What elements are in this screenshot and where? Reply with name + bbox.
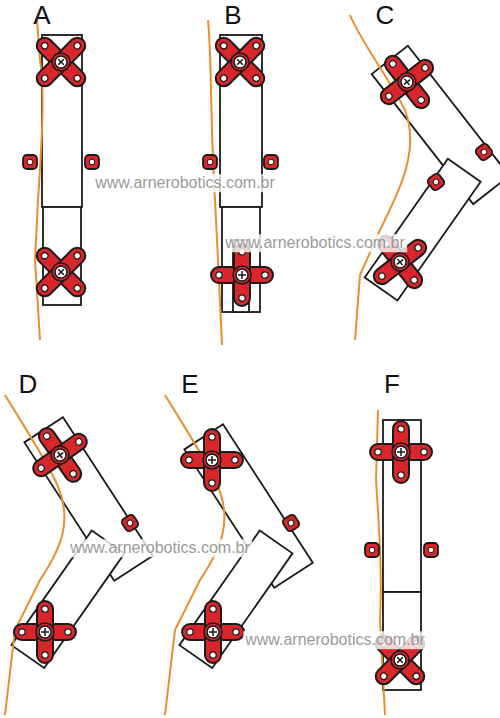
- panel-letter: A: [33, 1, 50, 30]
- panel-letter: E: [181, 370, 198, 399]
- panel-letter: F: [384, 370, 400, 399]
- panel-letter: C: [376, 1, 395, 30]
- panel-letter: D: [19, 370, 38, 399]
- watermark: www.arnerobotics.com.br: [223, 234, 407, 252]
- watermark: www.arnerobotics.com.br: [93, 174, 277, 192]
- watermark: www.arnerobotics.com.br: [243, 631, 427, 649]
- watermark: www.arnerobotics.com.br: [68, 539, 252, 557]
- panel-letter: B: [224, 1, 241, 30]
